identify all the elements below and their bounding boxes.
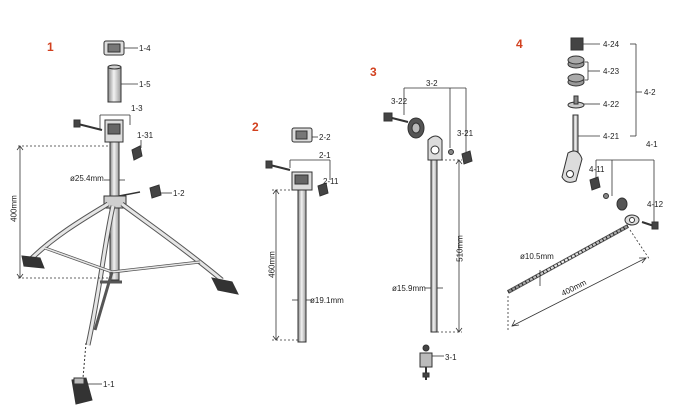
part-label-3-1: 3-1 bbox=[445, 353, 457, 362]
part-label-3-2: 3-2 bbox=[426, 79, 438, 88]
part-label-4-2: 4-2 bbox=[644, 88, 656, 97]
part-label-4-1: 4-1 bbox=[646, 140, 658, 149]
part-label-1-3: 1-3 bbox=[131, 104, 143, 113]
extension-tube-assembly bbox=[265, 127, 329, 343]
section-number-4: 4 bbox=[516, 37, 523, 51]
part-label-1-5: 1-5 bbox=[139, 80, 151, 89]
part-label-1-4: 1-4 bbox=[139, 44, 151, 53]
dimension-diameter-2: ø19.1mm bbox=[310, 296, 344, 305]
dimension-height-3: 510mm bbox=[455, 235, 465, 262]
dimension-height-2: 460mm bbox=[267, 251, 277, 278]
section-number-3: 3 bbox=[370, 65, 377, 79]
section3-dimensions bbox=[403, 87, 467, 357]
dimension-diameter-1: ø25.4mm bbox=[70, 174, 104, 183]
tripod-base-assembly bbox=[21, 40, 239, 405]
part-label-2-2: 2-2 bbox=[319, 133, 331, 142]
part-label-2-11: 2-11 bbox=[323, 177, 339, 186]
part-label-4-22: 4-22 bbox=[603, 100, 620, 109]
dimension-height-1: 400mm bbox=[9, 195, 19, 222]
dimension-diameter-4: ø10.5mm bbox=[520, 252, 554, 261]
part-label-2-1: 2-1 bbox=[319, 151, 331, 160]
part-label-3-22: 3-22 bbox=[391, 97, 408, 106]
section-number-1: 1 bbox=[47, 40, 54, 54]
section-number-2: 2 bbox=[252, 120, 259, 134]
part-label-1-2: 1-2 bbox=[173, 189, 185, 198]
part-label-4-24: 4-24 bbox=[603, 40, 620, 49]
section2-dimensions bbox=[272, 136, 331, 341]
part-label-4-12: 4-12 bbox=[647, 200, 664, 209]
section4-dimensions bbox=[507, 43, 655, 330]
part-label-1-1: 1-1 bbox=[103, 380, 115, 389]
part-label-3-21: 3-21 bbox=[457, 129, 474, 138]
dimension-diameter-3: ø15.9mm bbox=[392, 284, 426, 293]
part-label-4-23: 4-23 bbox=[603, 67, 620, 76]
part-label-1-31: 1-31 bbox=[137, 131, 154, 140]
part-label-4-11: 4-11 bbox=[589, 165, 605, 174]
boom-arm-assembly bbox=[507, 37, 659, 294]
tilter-rod-assembly bbox=[383, 112, 473, 380]
section1-dimensions bbox=[16, 47, 172, 385]
part-label-4-21: 4-21 bbox=[603, 132, 620, 141]
